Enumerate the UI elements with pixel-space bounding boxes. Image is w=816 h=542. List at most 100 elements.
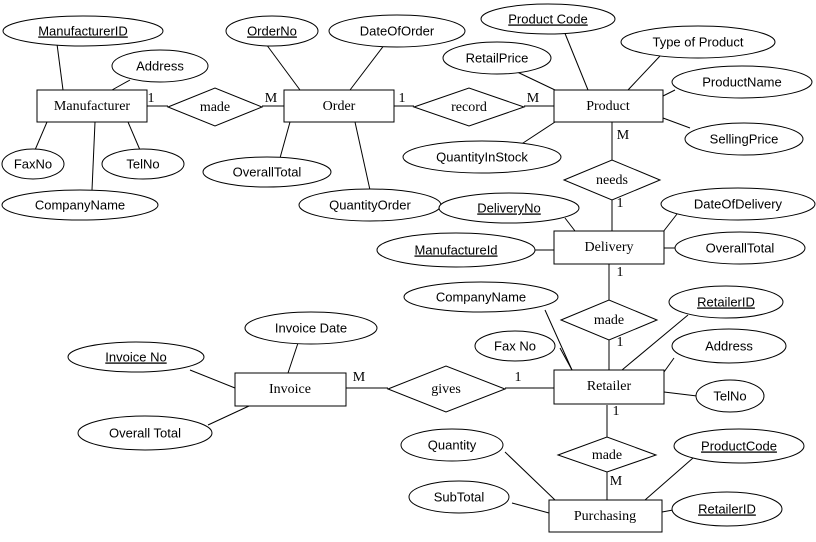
attribute-overall-total-delivery: OverallTotal	[674, 231, 806, 265]
svg-text:ManufactureId: ManufactureId	[414, 242, 497, 257]
cardinality-made-order: M	[265, 91, 278, 106]
attribute-company-name-retailer: CompanyName	[403, 281, 559, 313]
cardinality-made-purchasing: M	[610, 474, 623, 489]
relationship-made-manufacturer-order: made	[166, 87, 264, 127]
attribute-date-of-delivery: DateOfDelivery	[660, 187, 816, 221]
svg-text:SubTotal: SubTotal	[434, 489, 485, 504]
svg-text:Invoice: Invoice	[269, 382, 311, 397]
entity-order: Order	[283, 89, 395, 123]
svg-text:Address: Address	[136, 58, 184, 73]
cardinality-delivery-made: 1	[617, 265, 624, 280]
svg-text:Delivery: Delivery	[585, 240, 634, 255]
svg-text:TelNo: TelNo	[713, 388, 746, 403]
cardinality-gives-retailer: 1	[515, 370, 522, 385]
attribute-retailer-id-retailer: RetailerID	[668, 285, 784, 319]
cardinality-invoice-gives: M	[353, 370, 366, 385]
relationship-needs: needs	[562, 159, 662, 201]
svg-text:Invoice Date: Invoice Date	[275, 320, 347, 335]
cardinality-labels: 1 M 1 M M 1 1 1 M 1 1 M	[148, 91, 630, 489]
svg-text:Fax No: Fax No	[494, 338, 536, 353]
attribute-invoice-date: Invoice Date	[244, 311, 378, 345]
attribute-retail-price: RetailPrice	[442, 41, 552, 75]
svg-text:RetailPrice: RetailPrice	[466, 50, 529, 65]
attribute-overall-total-order: OverallTotal	[202, 156, 332, 188]
attribute-manufacture-id: ManufactureId	[376, 232, 536, 268]
attribute-overall-total-invoice: Overall Total	[77, 415, 213, 451]
svg-text:CompanyName: CompanyName	[35, 197, 125, 212]
svg-text:OrderNo: OrderNo	[247, 23, 297, 38]
entity-product: Product	[553, 89, 664, 123]
attribute-product-name: ProductName	[671, 65, 813, 99]
svg-text:Address: Address	[705, 338, 753, 353]
attribute-fax-no-retailer: Fax No	[474, 330, 556, 362]
svg-text:Purchasing: Purchasing	[574, 509, 636, 524]
svg-text:Product Code: Product Code	[508, 11, 588, 26]
relationship-made-delivery-retailer: made	[559, 299, 659, 341]
attribute-sub-total: SubTotal	[408, 480, 510, 514]
svg-text:RetailerID: RetailerID	[697, 294, 755, 309]
svg-text:record: record	[451, 100, 487, 115]
svg-text:OverallTotal: OverallTotal	[233, 164, 302, 179]
svg-text:Retailer: Retailer	[587, 379, 632, 394]
attribute-company-name-manufacturer: CompanyName	[1, 189, 159, 221]
cardinality-order-record: 1	[399, 91, 406, 106]
svg-text:OverallTotal: OverallTotal	[706, 240, 775, 255]
attribute-invoice-no: Invoice No	[67, 341, 205, 373]
svg-text:Manufacturer: Manufacturer	[54, 99, 131, 114]
cardinality-made-retailer: 1	[617, 335, 624, 350]
attribute-date-of-order: DateOfOrder	[328, 14, 466, 48]
cardinality-product-needs: M	[617, 128, 630, 143]
cardinality-record-product: M	[527, 91, 540, 106]
svg-text:ProductName: ProductName	[702, 74, 781, 89]
relationship-made-retailer-purchasing: made	[556, 436, 658, 473]
svg-text:RetailerID: RetailerID	[698, 501, 756, 516]
attribute-tel-no-manufacturer: TelNo	[101, 148, 185, 180]
attribute-retailer-id-purchasing: RetailerID	[671, 491, 783, 527]
attribute-type-of-product: Type of Product	[620, 25, 776, 59]
attribute-address-manufacturer: Address	[111, 49, 209, 83]
svg-text:Quantity: Quantity	[428, 437, 477, 452]
entity-delivery: Delivery	[553, 230, 665, 265]
relationship-record: record	[412, 87, 526, 127]
attribute-selling-price: SellingPrice	[684, 122, 804, 156]
entity-purchasing: Purchasing	[548, 499, 663, 533]
attribute-quantity-order: QuantityOrder	[298, 188, 442, 222]
svg-text:made: made	[200, 100, 230, 115]
svg-text:gives: gives	[431, 382, 461, 397]
connector-lines	[34, 30, 698, 514]
attribute-fax-no-manufacturer: FaxNo	[1, 148, 65, 180]
attribute-manufacturer-id: ManufacturerID	[2, 15, 164, 47]
svg-text:TelNo: TelNo	[126, 156, 159, 171]
entity-manufacturer: Manufacturer	[36, 89, 148, 123]
svg-text:CompanyName: CompanyName	[436, 289, 526, 304]
svg-text:FaxNo: FaxNo	[14, 156, 52, 171]
svg-text:Type of Product: Type of Product	[652, 34, 743, 49]
svg-text:Invoice No: Invoice No	[105, 349, 166, 364]
relationship-gives: gives	[386, 365, 507, 413]
svg-text:ManufacturerID: ManufacturerID	[38, 23, 128, 38]
attribute-product-code-purchasing: ProductCode	[673, 428, 805, 464]
svg-text:made: made	[592, 448, 622, 463]
entity-retailer: Retailer	[553, 369, 665, 405]
svg-text:Overall Total: Overall Total	[109, 425, 181, 440]
cardinality-manufacturer-made: 1	[148, 91, 155, 106]
svg-text:SellingPrice: SellingPrice	[710, 131, 779, 146]
svg-text:made: made	[594, 313, 624, 328]
svg-text:QuantityInStock: QuantityInStock	[436, 149, 528, 164]
svg-text:DateOfOrder: DateOfOrder	[360, 23, 435, 38]
entity-invoice: Invoice	[234, 372, 347, 407]
attribute-order-no: OrderNo	[225, 15, 319, 47]
cardinality-retailer-made: 1	[613, 404, 620, 419]
svg-text:Product: Product	[586, 99, 630, 114]
svg-text:DeliveryNo: DeliveryNo	[477, 200, 541, 215]
attribute-quantity-in-stock: QuantityInStock	[402, 140, 562, 174]
attribute-tel-no-retailer: TelNo	[695, 379, 765, 413]
svg-text:Order: Order	[323, 99, 356, 114]
cardinality-needs-delivery: 1	[617, 196, 624, 211]
attribute-quantity: Quantity	[400, 428, 504, 462]
attribute-product-code-product: Product Code	[480, 3, 616, 35]
svg-text:needs: needs	[596, 173, 628, 188]
svg-text:QuantityOrder: QuantityOrder	[329, 197, 411, 212]
attribute-delivery-no: DeliveryNo	[438, 192, 580, 224]
